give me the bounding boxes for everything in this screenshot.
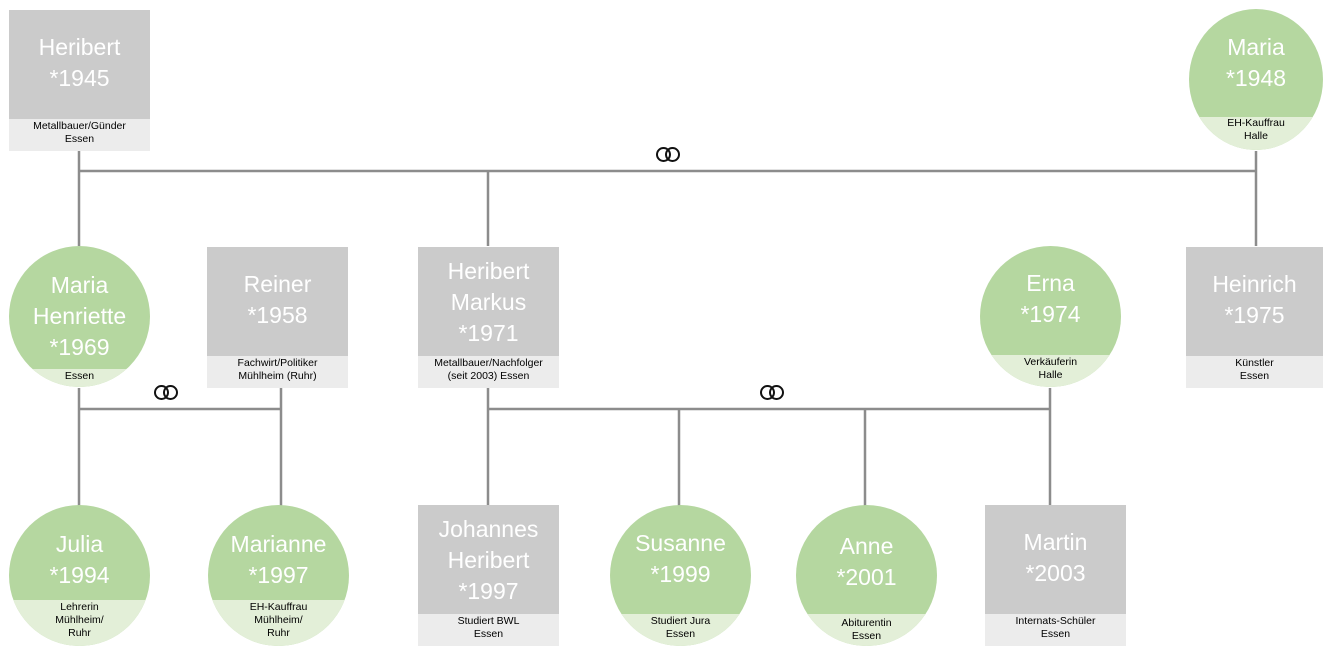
person-name: Maria *1948 (1225, 34, 1287, 91)
person-julia-1994: Julia *1994 Lehrerin Mühlheim/ Ruhr (9, 505, 150, 646)
wedding-rings-icon (153, 384, 183, 400)
person-name: Susanne *1999 (635, 530, 726, 587)
person-info: Metallbauer/Günder Essen (9, 119, 150, 151)
person-maria-henriette-1969: Maria Henriette *1969 Essen (9, 246, 150, 387)
person-heribert-1945: Heribert *1945 Metallbauer/Günder Essen (9, 10, 150, 151)
person-name: Anne *2001 (836, 533, 897, 590)
person-name: Johannes Heribert *1997 (438, 516, 539, 604)
person-info: Verkäuferin Halle (980, 355, 1121, 387)
person-info: Internats-Schüler Essen (985, 614, 1126, 646)
person-info: Künstler Essen (1186, 356, 1323, 388)
person-susanne-1999: Susanne *1999 Studiert Jura Essen (610, 505, 751, 646)
person-anne-2001: Anne *2001 Abiturentin Essen (796, 505, 937, 646)
person-name: Martin *2003 (1023, 529, 1088, 586)
person-martin-2003: Martin *2003 Internats-Schüler Essen (985, 505, 1126, 646)
person-name: Heinrich *1975 (1212, 271, 1297, 328)
person-info: Abiturentin Essen (796, 614, 937, 646)
person-name: Heribert Markus *1971 (447, 258, 530, 346)
person-info: Fachwirt/Politiker Mühlheim (Ruhr) (207, 356, 348, 388)
person-johannes-heribert-1997: Johannes Heribert *1997 Studiert BWL Ess… (418, 505, 559, 646)
person-info: Metallbauer/Nachfolger (seit 2003) Essen (418, 356, 559, 388)
wedding-rings-icon (655, 146, 685, 162)
person-name: Erna *1974 (1020, 270, 1081, 327)
person-info: Lehrerin Mühlheim/ Ruhr (9, 600, 150, 646)
person-info: Studiert Jura Essen (610, 614, 751, 646)
person-heribert-markus-1971: Heribert Markus *1971 Metallbauer/Nachfo… (418, 247, 559, 388)
person-erna-1974: Erna *1974 Verkäuferin Halle (980, 246, 1121, 387)
person-reiner-1958: Reiner *1958 Fachwirt/Politiker Mühlheim… (207, 247, 348, 388)
person-name: Julia *1994 (49, 531, 110, 588)
wedding-rings-icon (759, 384, 789, 400)
person-name: Reiner *1958 (243, 271, 312, 328)
person-name: Heribert *1945 (38, 34, 121, 91)
person-maria-1948: Maria *1948 EH-Kauffrau Halle (1189, 9, 1323, 150)
person-info: EH-Kauffrau Halle (1189, 117, 1323, 150)
person-heinrich-1975: Heinrich *1975 Künstler Essen (1186, 247, 1323, 388)
person-name: Marianne *1997 (230, 531, 327, 588)
person-name: Maria Henriette *1969 (32, 272, 127, 360)
person-info: EH-Kauffrau Mühlheim/ Ruhr (208, 600, 349, 646)
person-info: Essen (9, 369, 150, 387)
person-info: Studiert BWL Essen (418, 614, 559, 646)
person-marianne-1997: Marianne *1997 EH-Kauffrau Mühlheim/ Ruh… (208, 505, 349, 646)
